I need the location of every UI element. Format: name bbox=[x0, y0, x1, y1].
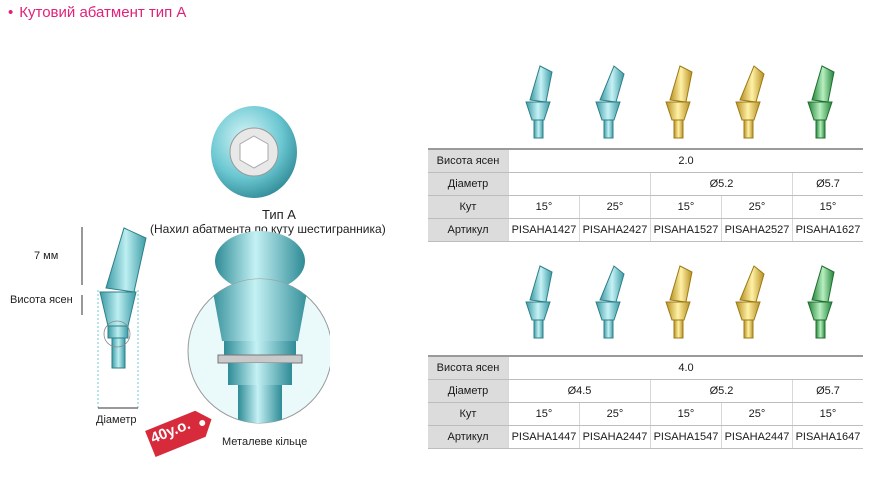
abutment-row-2 bbox=[525, 265, 835, 339]
article-value: PISAHA1547 bbox=[650, 425, 722, 449]
gum-height-label: Висота ясен bbox=[10, 294, 73, 306]
article-value: PISAHA2527 bbox=[721, 218, 793, 242]
angle-value: 25° bbox=[579, 195, 651, 219]
diameter-label: Діаметр bbox=[428, 379, 509, 403]
height-label: Висота ясен bbox=[428, 148, 509, 173]
article-label: Артикул bbox=[428, 425, 509, 449]
article-value: PISAHA1647 bbox=[792, 425, 863, 449]
type-label: Тип А bbox=[262, 207, 296, 222]
angle-value: 25° bbox=[721, 402, 793, 426]
diameter-value: Ø5.2 bbox=[650, 172, 793, 196]
article-value: PISAHA1447 bbox=[508, 425, 580, 449]
article-value: PISAHA2447 bbox=[721, 425, 793, 449]
diameter-value: Ø5.7 bbox=[792, 379, 863, 403]
abutment-top-view bbox=[211, 106, 297, 198]
metal-ring-label: Металеве кільце bbox=[222, 436, 308, 448]
height-value: 2.0 bbox=[508, 148, 863, 173]
magnified-view bbox=[187, 231, 330, 424]
diameter-value: Ø5.2 bbox=[650, 379, 793, 403]
article-value: PISAHA1527 bbox=[650, 218, 722, 242]
angle-value: 25° bbox=[721, 195, 793, 219]
angle-value: 15° bbox=[650, 195, 722, 219]
spec-table-1: Висота ясен 2.0 Діаметр Ø5.2 Ø5.7 Кут 15… bbox=[428, 148, 863, 242]
page-title: •Кутовий абатмент тип А bbox=[8, 4, 187, 21]
article-value: PISAHA2427 bbox=[579, 218, 651, 242]
dimension-line bbox=[81, 227, 83, 315]
angle-label: Кут bbox=[428, 402, 509, 426]
price-tag bbox=[145, 410, 212, 457]
angle-value: 15° bbox=[650, 402, 722, 426]
diameter-guides bbox=[97, 290, 139, 410]
abutment-side-diagram bbox=[99, 227, 147, 369]
diameter-value: Ø5.7 bbox=[792, 172, 863, 196]
height-value: 4.0 bbox=[508, 355, 863, 380]
angle-label: Кут bbox=[428, 195, 509, 219]
article-value: PISAHA1627 bbox=[792, 218, 863, 242]
angle-value: 15° bbox=[508, 402, 580, 426]
type-description: (Нахил абатмента по куту шестигранника) bbox=[150, 222, 386, 236]
angle-value: 15° bbox=[792, 195, 863, 219]
angle-value: 25° bbox=[579, 402, 651, 426]
article-value: PISAHA1427 bbox=[508, 218, 580, 242]
article-label: Артикул bbox=[428, 218, 509, 242]
diameter-value: Ø4.5 bbox=[508, 379, 651, 403]
angle-value: 15° bbox=[508, 195, 580, 219]
article-value: PISAHA2447 bbox=[579, 425, 651, 449]
diameter-label: Діаметр bbox=[428, 172, 509, 196]
dimension-7mm: 7 мм bbox=[34, 250, 59, 262]
diameter-label: Діаметр bbox=[96, 414, 137, 426]
spec-table-2: Висота ясен 4.0 Діаметр Ø4.5 Ø5.2 Ø5.7 К… bbox=[428, 355, 863, 449]
height-label: Висота ясен bbox=[428, 355, 509, 380]
abutment-row-1 bbox=[525, 65, 835, 139]
angle-value: 15° bbox=[792, 402, 863, 426]
